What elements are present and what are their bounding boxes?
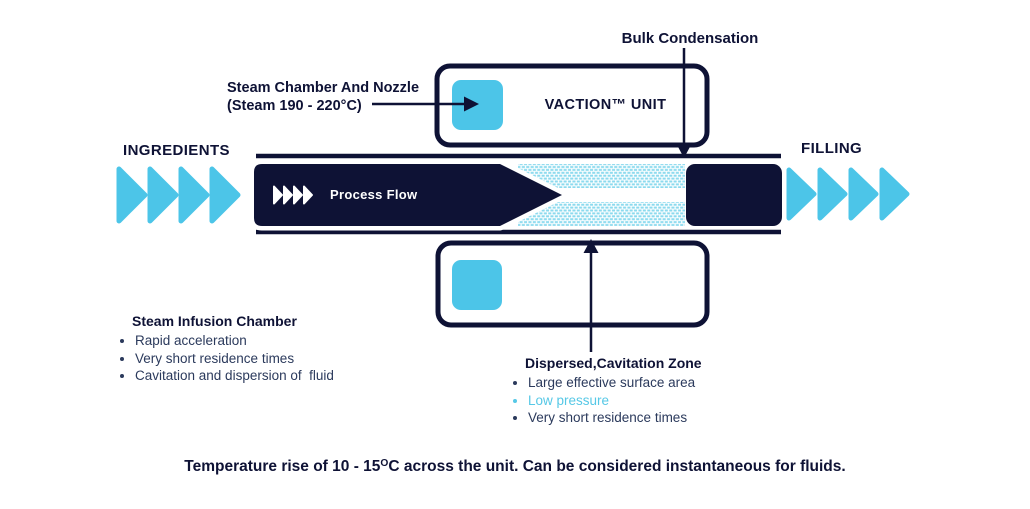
steam-nozzle-arrow (372, 96, 479, 112)
filling-arrows (786, 167, 910, 221)
ingredients-label: INGREDIENTS (123, 142, 230, 159)
bulk-condensation-label: Bulk Condensation (621, 30, 759, 47)
bulk-condensation-arrow (676, 48, 692, 158)
process-flow-label: Process Flow (330, 187, 418, 202)
steam-infusion-chamber-list: Rapid acceleration Very short residence … (118, 332, 334, 385)
filling-label: FILLING (801, 140, 863, 157)
bottom-chamber-square (452, 260, 502, 310)
steam-infusion-chamber-title: Steam Infusion Chamber (132, 313, 297, 329)
steam-chamber-label: Steam Chamber And Nozzle (Steam 190 - 22… (227, 80, 419, 115)
temperature-note-sup: O (380, 458, 389, 470)
vaction-unit-label: VACTION™ UNIT (544, 97, 667, 113)
cavitation-zone-list: Large effective surface area Low pressur… (511, 374, 702, 427)
steam-chamber-label-line1: Steam Chamber And Nozzle (227, 80, 420, 96)
outlet-block (686, 164, 782, 226)
steam-infusion-chamber-panel: Steam Infusion Chamber Rapid acceleratio… (118, 313, 334, 385)
ingredients-arrows (116, 166, 241, 224)
list-item: Very short residence times (528, 409, 702, 427)
list-item: Rapid acceleration (135, 332, 334, 350)
list-item: Large effective surface area (528, 374, 702, 392)
vaction-unit-box (434, 63, 710, 148)
steam-chamber-square (452, 80, 503, 130)
list-item: Very short residence times (135, 350, 334, 368)
process-flow-nozzle (254, 164, 562, 226)
temperature-note: Temperature rise of 10 - 15OC across the… (0, 458, 1030, 476)
cavitation-zone-panel: Dispersed,Cavitation Zone Large effectiv… (511, 355, 702, 427)
cavitation-zone-title: Dispersed,Cavitation Zone (525, 355, 702, 371)
steam-chamber-label-line2: (Steam 190 - 220°C) (227, 97, 362, 114)
list-item: Cavitation and dispersion of fluid (135, 367, 334, 385)
temperature-note-rest: C across the unit. Can be considered ins… (388, 458, 846, 475)
bottom-chamber-box (435, 240, 710, 328)
temperature-note-text: Temperature rise of 10 - 15 (184, 458, 381, 475)
process-flow-chevrons (273, 185, 313, 205)
list-item: Low pressure (528, 392, 702, 410)
cavitation-zone-arrow (583, 239, 599, 352)
